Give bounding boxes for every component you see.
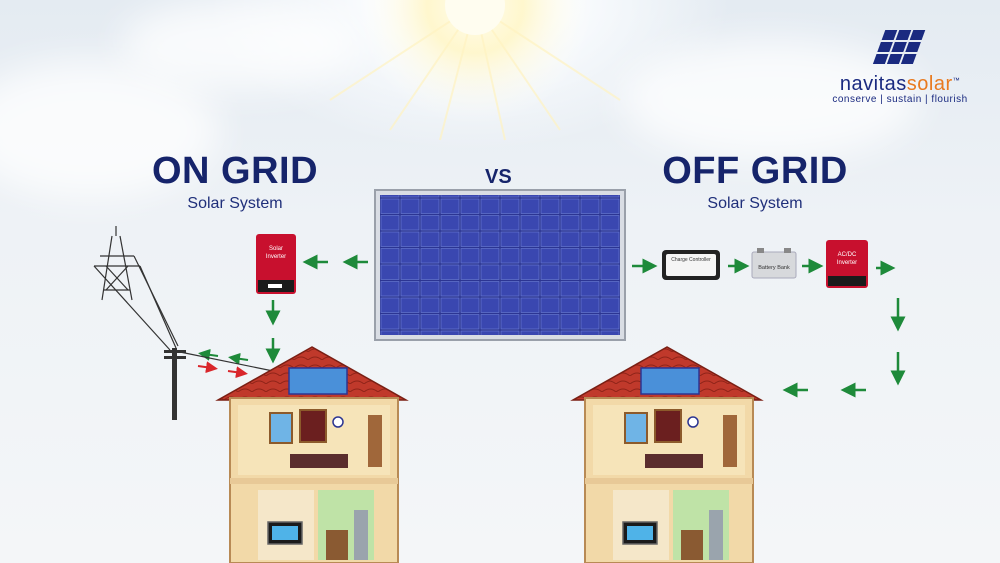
clock-icon	[332, 416, 344, 428]
refrigerator-icon	[709, 510, 723, 560]
off-grid-title: OFF GRID	[662, 150, 848, 192]
arrow-grid-to-house-1	[197, 361, 218, 374]
cloud	[620, 40, 920, 160]
clock-icon	[687, 416, 699, 428]
charge-controller-label: Charge Controller	[671, 257, 711, 263]
acdc-inverter-label-line1: AC/DC	[838, 252, 857, 258]
window	[624, 412, 648, 444]
battery-bank-label: Battery Bank	[758, 265, 790, 271]
kitchen-cabinet	[326, 530, 348, 560]
off-grid-house	[570, 346, 764, 563]
bed	[290, 454, 348, 468]
solar-inverter-label-line1: Solar	[269, 246, 283, 252]
kitchen-cabinet	[681, 530, 703, 560]
battery-bank	[751, 248, 797, 279]
off-grid-heading: OFF GRID Solar System	[660, 150, 850, 213]
brand-logo: navitassolar™ conserve | sustain | flour…	[820, 28, 980, 105]
trademark-mark: ™	[952, 77, 961, 85]
brand-name: navitassolar™	[820, 73, 980, 96]
solar-inverter	[256, 234, 296, 294]
acdc-inverter	[826, 240, 868, 288]
grid-import-arrows	[197, 361, 248, 379]
arrow-house-to-grid-2	[228, 352, 249, 365]
brand-name-part1: navitas	[839, 73, 907, 95]
refrigerator-icon	[354, 510, 368, 560]
off-grid-subtitle: Solar System	[707, 195, 803, 212]
transmission-tower-icon	[93, 226, 279, 373]
wall-painting	[654, 409, 682, 443]
brand-tagline: conserve | sustain | flourish	[832, 94, 968, 105]
on-grid-heading: ON GRID Solar System	[150, 150, 320, 213]
vs-label: VS	[485, 166, 512, 188]
solar-inverter-label-line2: Inverter	[266, 254, 286, 260]
on-grid-title: ON GRID	[151, 150, 319, 192]
rooftop-solar-panel	[640, 367, 700, 395]
brand-name-part2: solar	[906, 73, 953, 95]
window	[269, 412, 293, 444]
solar-panel	[374, 189, 626, 341]
utility-pole-icon	[164, 348, 186, 420]
bed	[645, 454, 703, 468]
cloud	[120, 0, 360, 90]
on-grid-house	[215, 346, 409, 563]
wall-painting	[299, 409, 327, 443]
arrow-grid-to-house-2	[227, 366, 248, 379]
on-grid-subtitle: Solar System	[187, 195, 283, 212]
charge-controller	[662, 250, 720, 280]
door	[368, 415, 382, 467]
acdc-inverter-label-line2: Inverter	[837, 260, 857, 266]
solar-panel-logo-icon	[872, 30, 926, 64]
rooftop-solar-panel	[288, 367, 348, 395]
door	[723, 415, 737, 467]
flow-arrows	[198, 254, 906, 398]
arrow-house-to-grid-1	[198, 348, 219, 361]
